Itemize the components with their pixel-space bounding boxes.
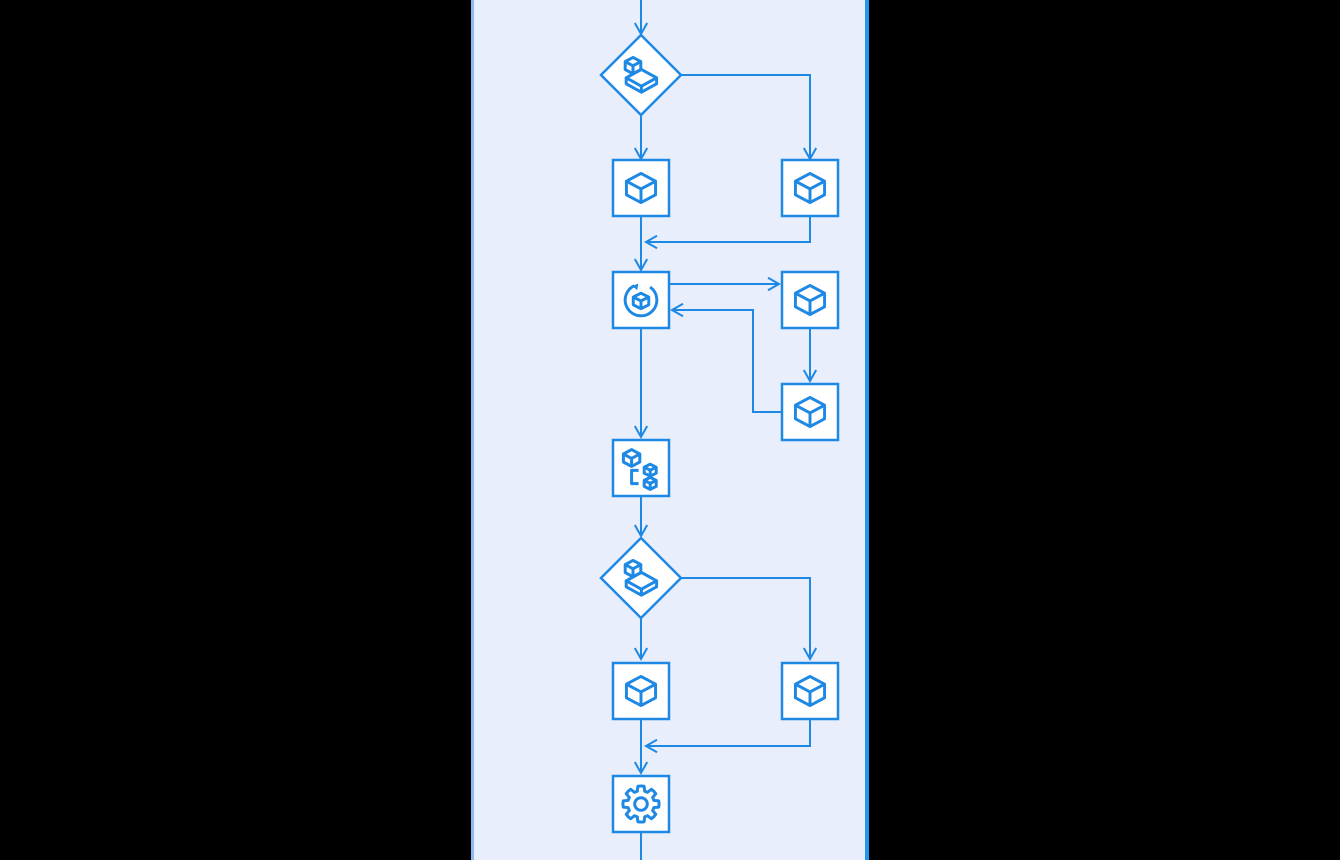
edge-process2-merge[interactable] <box>643 216 811 250</box>
edge-group-decision2[interactable] <box>633 496 649 539</box>
edge-decision1-right[interactable] <box>681 74 818 162</box>
node-group-1[interactable] <box>611 438 671 498</box>
node-process-4[interactable] <box>780 382 840 442</box>
edge-decision2-left[interactable] <box>633 618 649 662</box>
node-settings-1[interactable] <box>611 774 671 834</box>
edge-entry[interactable] <box>633 0 649 37</box>
node-loop-1[interactable] <box>611 270 671 330</box>
edge-process3-process4[interactable] <box>802 328 818 384</box>
node-process-2[interactable] <box>780 158 840 218</box>
node-decision-1[interactable] <box>599 33 683 117</box>
edge-process1-loop[interactable] <box>633 216 649 273</box>
node-process-5[interactable] <box>611 661 671 721</box>
edge-decision1-left[interactable] <box>633 115 649 162</box>
edge-process6-merge[interactable] <box>643 719 811 754</box>
edge-loop-group[interactable] <box>633 328 649 440</box>
edge-decision2-right[interactable] <box>681 577 818 662</box>
edge-process4-loop[interactable] <box>669 302 782 413</box>
edge-process5-gear[interactable] <box>633 719 649 776</box>
nodes-layer <box>599 33 840 834</box>
node-process-6[interactable] <box>780 661 840 721</box>
node-process-1[interactable] <box>611 158 671 218</box>
edge-loop-process3[interactable] <box>669 276 782 292</box>
node-decision-2[interactable] <box>599 536 683 620</box>
node-process-3[interactable] <box>780 270 840 330</box>
